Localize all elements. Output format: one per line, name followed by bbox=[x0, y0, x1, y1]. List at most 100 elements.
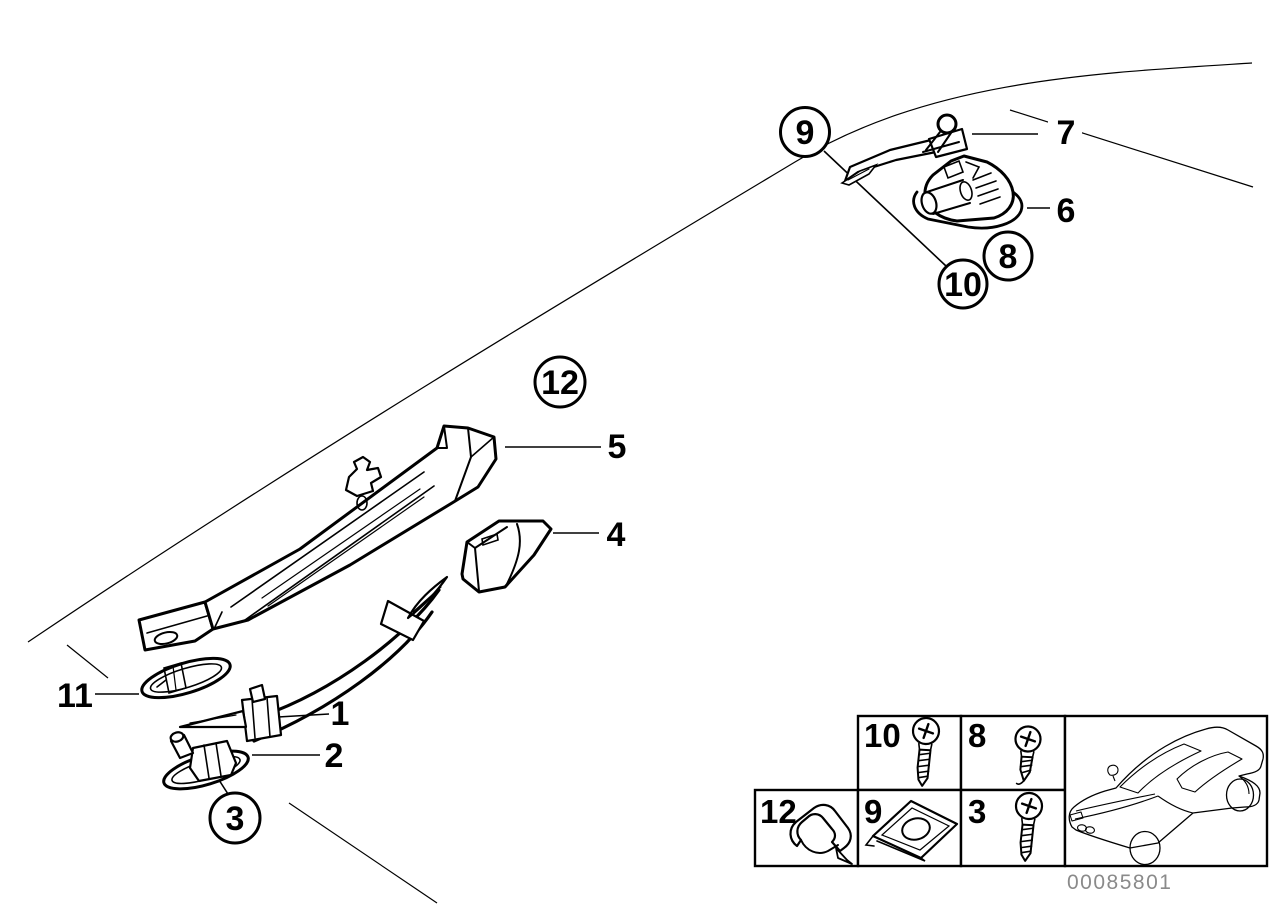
callout-10-label[interactable]: 10 bbox=[944, 266, 982, 304]
callout-10[interactable]: 10 bbox=[937, 258, 989, 310]
bezel-outer-ring bbox=[140, 656, 232, 700]
lock-block-rib bbox=[215, 742, 222, 777]
callout-1[interactable]: 1 bbox=[331, 695, 350, 733]
rail-strip-line bbox=[261, 488, 421, 599]
housing-fins bbox=[972, 172, 1001, 205]
callout-8-label[interactable]: 8 bbox=[999, 238, 1018, 276]
spear-inner-line bbox=[189, 714, 237, 724]
legend-label-3: 3 bbox=[968, 793, 986, 830]
callout-6-label[interactable]: 6 bbox=[1057, 192, 1076, 230]
leader-lines bbox=[95, 133, 1050, 795]
car-door-line bbox=[1157, 795, 1194, 814]
roofline-curve bbox=[27, 62, 1253, 643]
callout-2[interactable]: 2 bbox=[325, 737, 344, 775]
callout-12-label[interactable]: 12 bbox=[541, 364, 579, 402]
callout-1-label[interactable]: 1 bbox=[331, 695, 350, 733]
spring-clip-icon bbox=[789, 803, 853, 865]
part-9-clip-strip bbox=[840, 163, 879, 186]
rail-foot-junction bbox=[213, 611, 223, 630]
housing-barrel-line bbox=[926, 179, 964, 193]
car-windshield bbox=[1119, 743, 1202, 794]
housing-spring-clip bbox=[965, 161, 981, 179]
leader-9-10 bbox=[823, 150, 947, 267]
handle-end-bracket bbox=[240, 694, 283, 743]
car-thumbnail-frame bbox=[1063, 714, 1269, 868]
callout-3-label[interactable]: 3 bbox=[226, 800, 245, 838]
bezel-hook bbox=[156, 679, 167, 688]
bezel-latch bbox=[163, 661, 187, 695]
part-11-bezel bbox=[140, 656, 232, 700]
callout-4-label[interactable]: 4 bbox=[607, 516, 626, 554]
blade-inner-line bbox=[412, 586, 442, 613]
callout-8-circle[interactable] bbox=[982, 230, 1034, 282]
callout-7[interactable]: 7 bbox=[1057, 114, 1076, 152]
car-body-outline bbox=[1068, 726, 1264, 849]
rail-screw-hole bbox=[356, 495, 368, 511]
housing-base-plate bbox=[912, 186, 1024, 230]
bezel-inner-ring bbox=[149, 663, 223, 693]
callout-7-label[interactable]: 7 bbox=[1057, 114, 1076, 152]
rail-foot-plate bbox=[137, 600, 215, 652]
lock-block-rib bbox=[203, 744, 210, 779]
callout-5-label[interactable]: 5 bbox=[608, 428, 627, 466]
car-mirror bbox=[1107, 764, 1119, 782]
legend-label-9: 9 bbox=[864, 793, 882, 830]
housing-spring-clip bbox=[942, 159, 965, 180]
rail-clip-seat bbox=[344, 455, 383, 498]
body-line-lower bbox=[288, 802, 438, 904]
callout-9-label[interactable]: 9 bbox=[796, 114, 815, 152]
car-hood-crease bbox=[1074, 795, 1159, 820]
bracket-rib bbox=[266, 696, 271, 738]
car-headlight bbox=[1069, 811, 1084, 822]
callout-3-circle[interactable] bbox=[208, 791, 262, 845]
rail-end-facet bbox=[436, 425, 448, 449]
rail-end-facet bbox=[470, 436, 495, 458]
car-grille-kidney bbox=[1084, 826, 1096, 834]
bracket-top-tab bbox=[248, 683, 267, 704]
rail-strip-line bbox=[267, 496, 425, 607]
callout-12-circle[interactable] bbox=[533, 355, 587, 409]
part-4-end-cap bbox=[460, 519, 553, 594]
lock-block bbox=[188, 739, 238, 783]
part-2-lock-bracket bbox=[162, 731, 250, 791]
end-cap-top-edge bbox=[474, 526, 508, 549]
rail-body bbox=[203, 424, 498, 631]
housing-barrel-far bbox=[959, 181, 973, 201]
callout-9-circle[interactable] bbox=[779, 106, 831, 158]
callout-3[interactable]: 3 bbox=[208, 791, 262, 845]
part-6-clip-housing bbox=[912, 154, 1024, 230]
bracket-rib bbox=[251, 698, 256, 739]
end-cap-slot bbox=[481, 532, 499, 547]
callout-4[interactable]: 4 bbox=[607, 516, 626, 554]
callout-11[interactable]: 11 bbox=[57, 677, 93, 715]
legend-label-8: 8 bbox=[968, 717, 986, 754]
car-trunk-line bbox=[1238, 775, 1250, 795]
part-5-rail-assembly bbox=[137, 424, 498, 652]
car-side-glass bbox=[1176, 751, 1243, 793]
car-outline-icon bbox=[1068, 726, 1264, 866]
callout-5[interactable]: 5 bbox=[608, 428, 627, 466]
part-7-roof-bracket bbox=[843, 113, 969, 183]
foot-plate-hole bbox=[153, 630, 179, 646]
callout-12[interactable]: 12 bbox=[533, 355, 587, 409]
foot-plate-fold-line bbox=[146, 615, 208, 634]
leader-1 bbox=[277, 713, 330, 718]
bracket-funnel bbox=[925, 131, 941, 151]
bracket-funnel bbox=[937, 129, 954, 153]
housing-barrel-line bbox=[932, 202, 971, 215]
callout-9[interactable]: 9 bbox=[779, 106, 831, 158]
speed-nut-icon bbox=[864, 799, 959, 862]
leader-3 bbox=[218, 779, 229, 795]
car-thumbnail bbox=[1063, 714, 1269, 868]
callout-11-label[interactable]: 11 bbox=[57, 677, 93, 715]
housing-barrel-end bbox=[920, 191, 938, 215]
callout-6[interactable]: 6 bbox=[1057, 192, 1076, 230]
document-number: 00085801 bbox=[1067, 871, 1172, 894]
bracket-ring bbox=[936, 113, 958, 135]
callout-10-circle[interactable] bbox=[937, 258, 989, 310]
callout-2-label[interactable]: 2 bbox=[325, 737, 344, 775]
end-cap-scoop bbox=[505, 523, 521, 587]
callout-8[interactable]: 8 bbox=[982, 230, 1034, 282]
car-rear-wheel bbox=[1225, 778, 1255, 812]
